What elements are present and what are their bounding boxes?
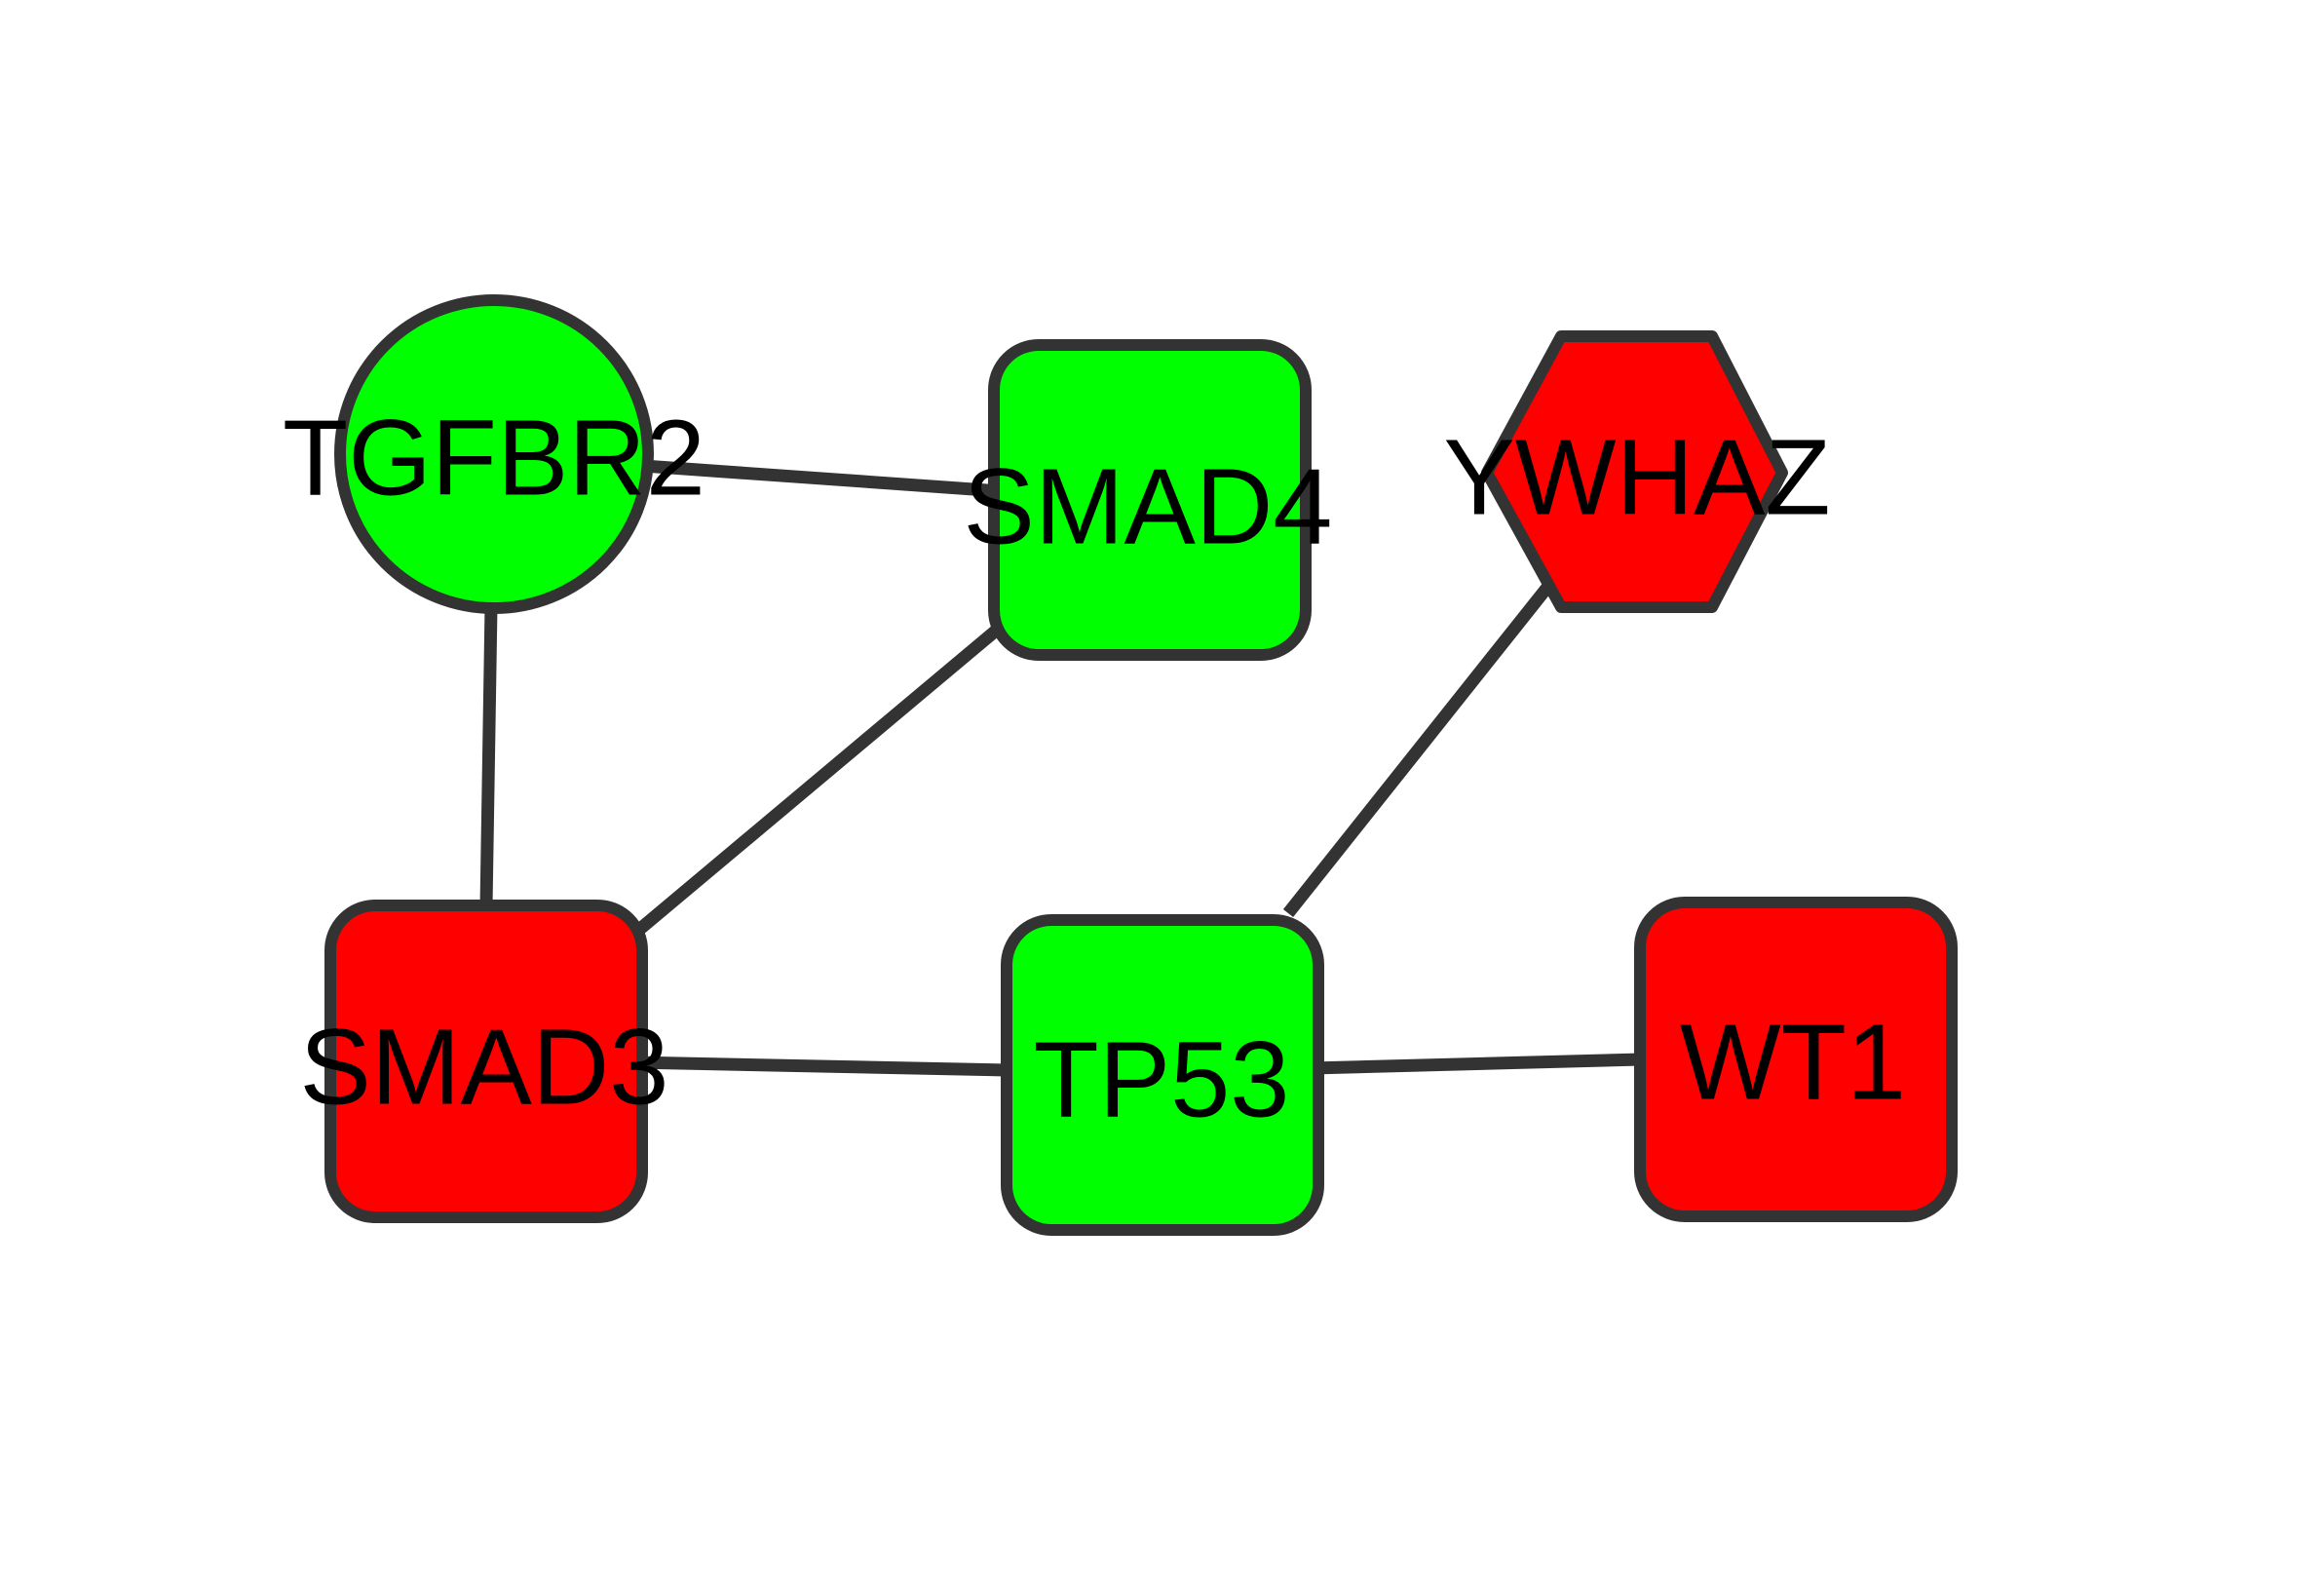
node-ywhaz-label: YWHAZ [1443, 418, 1830, 538]
nodes-layer: TGFBR2 SMAD4 YWHAZ SMAD3 TP53 WT1 [283, 294, 1958, 1236]
node-wt1-shape [1634, 897, 1958, 1222]
node-smad3[interactable]: SMAD3 [300, 900, 669, 1223]
edge-ywhaz-tp53 [1282, 580, 1555, 918]
node-smad4-shape [988, 339, 1312, 661]
node-tp53-label: TP53 [1034, 1020, 1290, 1140]
node-tgfbr2[interactable]: TGFBR2 [283, 294, 705, 614]
edge-tgfbr2-smad3 [479, 605, 498, 907]
node-wt1[interactable]: WT1 [1634, 897, 1958, 1222]
edge-smad4-smad3 [635, 626, 1001, 934]
node-ywhaz[interactable]: YWHAZ [1443, 330, 1831, 613]
edge-smad3-tp53 [632, 1056, 1009, 1077]
node-smad4[interactable]: SMAD4 [964, 339, 1333, 661]
node-tp53-shape [1001, 914, 1324, 1236]
node-ywhaz-shape [1481, 330, 1788, 613]
edge-tgfbr2-smad4 [642, 459, 1002, 498]
node-wt1-label: WT1 [1680, 1003, 1906, 1123]
node-smad3-shape [324, 900, 648, 1223]
edges-layer [479, 459, 1642, 1077]
node-smad4-label: SMAD4 [964, 447, 1333, 567]
node-smad3-label: SMAD3 [300, 1008, 669, 1128]
node-tgfbr2-label: TGFBR2 [283, 399, 705, 518]
node-tgfbr2-shape [334, 294, 654, 614]
edge-tp53-wt1 [1311, 1053, 1642, 1075]
node-tp53[interactable]: TP53 [1001, 914, 1324, 1236]
